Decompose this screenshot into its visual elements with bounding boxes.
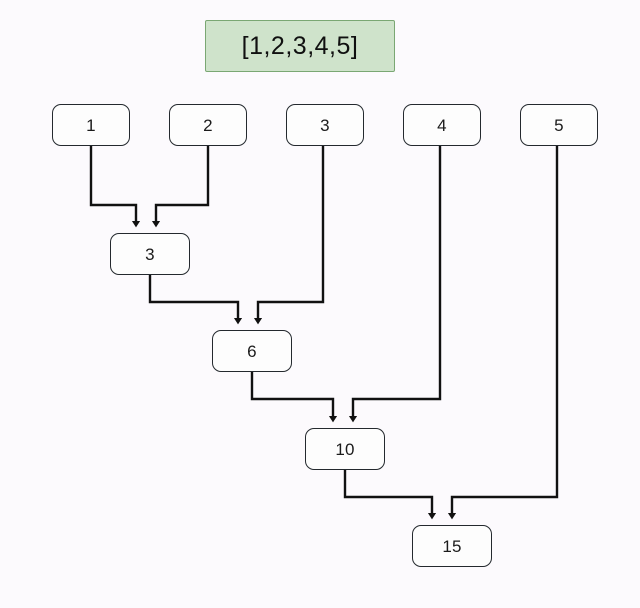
node-label: 3	[145, 244, 155, 264]
edge-in5-to-acc15	[447, 146, 559, 520]
node-label: 10	[335, 439, 355, 459]
input-node-4: 4	[403, 104, 481, 146]
edge-acc10-to-acc15	[343, 470, 437, 520]
node-label: 4	[437, 115, 447, 135]
edge-acc6-to-acc10	[250, 372, 338, 423]
edge-in2-to-acc3	[151, 146, 210, 228]
node-label: 15	[442, 536, 462, 556]
edge-in4-to-acc10	[348, 146, 442, 423]
accumulator-node-10: 10	[305, 428, 385, 470]
node-label: 3	[320, 115, 330, 135]
input-node-2: 2	[169, 104, 247, 146]
input-list-label: [1,2,3,4,5]	[241, 31, 359, 60]
accumulator-node-6: 6	[212, 330, 292, 372]
edge-acc3-to-acc6	[148, 275, 243, 325]
input-node-1: 1	[52, 104, 130, 146]
node-label: 6	[247, 341, 257, 361]
input-list-title-box: [1,2,3,4,5]	[205, 20, 395, 72]
node-label: 1	[86, 115, 96, 135]
node-label: 5	[554, 115, 564, 135]
input-node-5: 5	[520, 104, 598, 146]
edge-in3-to-acc6	[253, 146, 325, 325]
edge-in1-to-acc3	[89, 146, 141, 228]
node-label: 2	[203, 115, 213, 135]
accumulator-node-3: 3	[110, 233, 190, 275]
input-node-3: 3	[286, 104, 364, 146]
accumulator-node-15: 15	[412, 525, 492, 567]
